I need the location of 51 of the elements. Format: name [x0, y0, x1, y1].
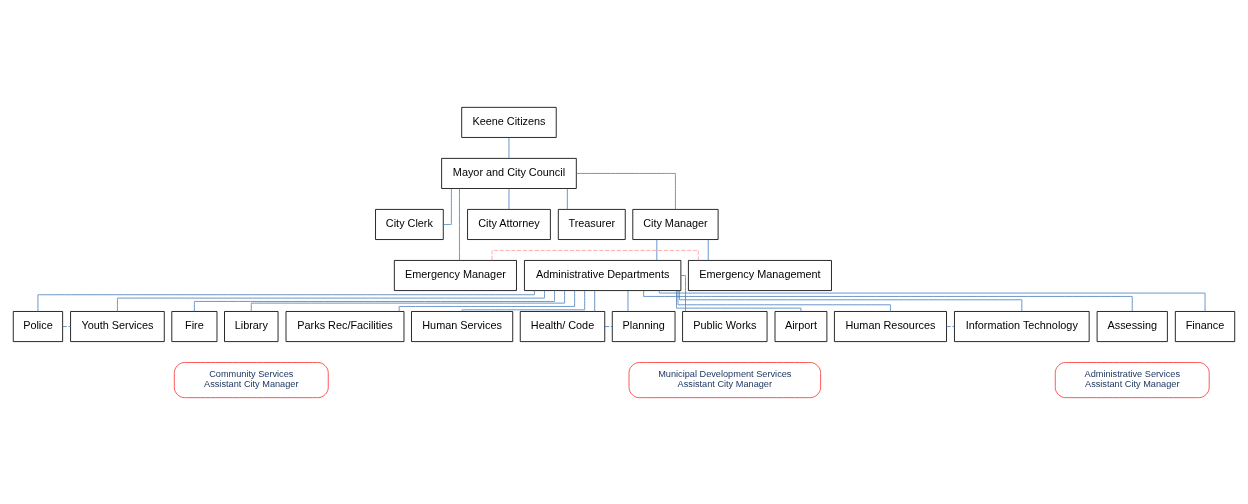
node-box: Emergency Manager [393, 259, 517, 291]
connector [604, 325, 613, 327]
node-box: City Manager [632, 208, 719, 240]
connector [37, 289, 535, 312]
connector [443, 187, 452, 225]
node-box: Community Services Assistant City Manager [173, 361, 329, 398]
connector [594, 289, 596, 312]
node-box: Fire [171, 310, 218, 342]
connector [508, 136, 510, 159]
connector [656, 238, 658, 261]
connector [658, 289, 1206, 312]
node-box: Planning [611, 310, 676, 342]
connector [491, 249, 699, 261]
connector [677, 289, 891, 312]
connector [461, 289, 586, 312]
connector [643, 289, 1133, 312]
node-box: Administrative Services Assistant City Manager [1054, 361, 1210, 398]
connector [946, 325, 955, 327]
node-box: Treasurer [557, 208, 626, 240]
node-box: Mayor and City Council [441, 157, 577, 189]
connector [62, 325, 71, 327]
connector [680, 274, 686, 312]
node-box: Parks Rec/Facilities [285, 310, 405, 342]
connector [508, 187, 510, 210]
node-box: Library [224, 310, 279, 342]
node-box: Human Services [411, 310, 514, 342]
node-box: Emergency Management [688, 259, 832, 291]
connector [459, 187, 460, 261]
connector [566, 187, 568, 210]
node-box: Administrative Departments [524, 259, 682, 291]
node-box: City Attorney [467, 208, 551, 240]
connector [676, 289, 802, 312]
node-box: Finance [1174, 310, 1236, 342]
connector [576, 172, 676, 210]
node-box: Public Works [682, 310, 768, 342]
connector [679, 289, 1023, 312]
node-box: Information Technology [954, 310, 1090, 342]
node-box: Youth Services [70, 310, 165, 342]
node-box: Municipal Development Services Assistant City Manager [628, 361, 822, 398]
node-box: Health/ Code [519, 310, 606, 342]
node-box: Airport [774, 310, 828, 342]
connector [707, 238, 709, 261]
connector [398, 289, 576, 312]
node-box: City Clerk [375, 208, 444, 240]
node-box: Keene Citizens [461, 106, 557, 138]
node-box: Human Resources [834, 310, 947, 342]
node-box: Police [12, 310, 64, 342]
connector [250, 289, 565, 312]
connector [194, 289, 555, 312]
connector [117, 289, 545, 312]
node-box: Assessing [1096, 310, 1168, 342]
